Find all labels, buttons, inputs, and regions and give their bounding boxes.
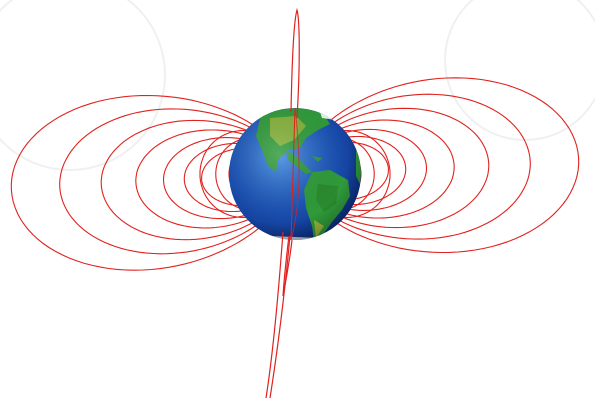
field-lines-group	[10, 77, 580, 271]
field-line-left-1	[201, 148, 238, 207]
field-line-right-3	[342, 128, 428, 211]
field-line-left-6	[59, 108, 261, 255]
field-line-right-4	[337, 119, 455, 219]
field-line-inner-right-3	[334, 130, 391, 218]
pole-loops	[265, 7, 300, 399]
field-line-inner-left-3	[199, 130, 256, 218]
field-line-left-7	[10, 94, 265, 271]
field-line-left-4	[135, 129, 253, 229]
north-pole-loop	[290, 7, 300, 119]
field-line-left-3	[162, 137, 248, 220]
field-line-right-6	[329, 93, 531, 240]
background-watermark	[0, 0, 595, 171]
field-line-left-2	[183, 142, 243, 213]
field-line-left-5	[100, 119, 257, 241]
earth-globe-icon	[229, 107, 361, 241]
field-line-right-7	[325, 77, 580, 254]
field-line-right-5	[333, 107, 490, 229]
south-pole-loop	[265, 231, 291, 399]
field-line-inner-left-2	[215, 137, 252, 211]
field-line-right-1	[352, 141, 389, 200]
field-line-right-2	[347, 135, 407, 206]
field-line-inner-right-2	[338, 137, 375, 211]
